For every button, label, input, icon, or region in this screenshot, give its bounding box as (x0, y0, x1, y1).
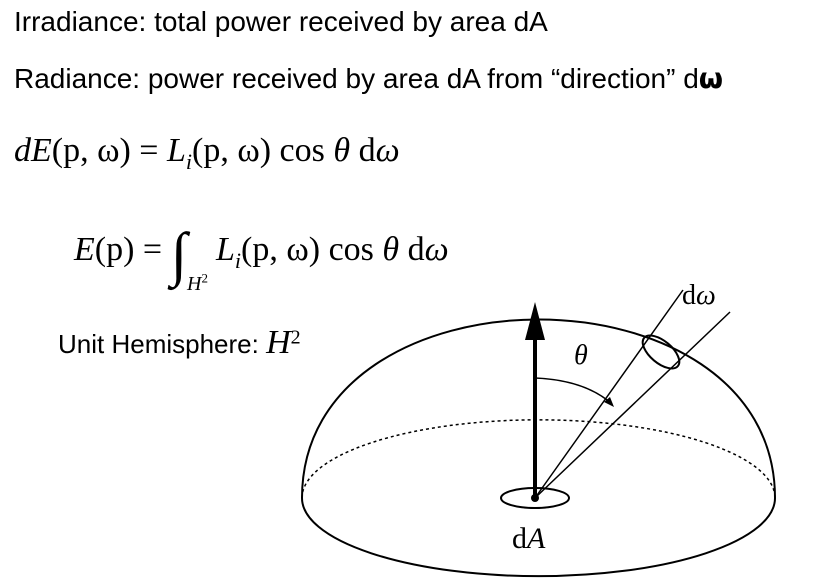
eq2-lhs-args: (p) = (94, 231, 171, 268)
eq1-omega: ω (375, 132, 400, 169)
eq2-lhs: E (74, 231, 95, 268)
radiance-omega: ω (698, 62, 724, 95)
normal-arrow-head (525, 302, 545, 340)
eq1-d: d (350, 132, 376, 169)
unit-hemisphere-label: Unit Hemisphere: H2 (58, 324, 301, 362)
d-omega-omega: ω (696, 280, 716, 311)
eq2-subscript: i (234, 247, 242, 273)
dA-d: d (512, 522, 527, 555)
equation-differential-irradiance: dE(p, ω) = Li(p, ω) cos θ dω (14, 132, 400, 175)
eq1-radiance-symbol: L (166, 132, 186, 169)
theta-label: θ (574, 340, 588, 371)
solid-angle-ellipse (641, 334, 681, 370)
irradiance-definition: Irradiance: total power received by area… (14, 6, 548, 37)
solid-angle-edge-left (534, 289, 684, 499)
integral-domain-sup: 2 (201, 270, 209, 286)
eq2-d: d (399, 231, 425, 268)
d-omega-d: d (682, 280, 696, 311)
unit-hemisphere-H: H (266, 324, 291, 361)
unit-hemisphere-sup: 2 (290, 326, 301, 349)
hemisphere-base-back (301, 419, 776, 499)
eq1-lhs-args: (p, ω) = (51, 132, 167, 169)
solid-angle-edge-right (534, 311, 731, 499)
radiance-definition: Radiance: power received by area dA from… (14, 62, 723, 95)
theta-arc (534, 377, 613, 405)
integral-domain-H: H (187, 273, 202, 295)
eq2-radiance-symbol: L (216, 231, 235, 268)
theta-arc-arrowhead (604, 397, 614, 407)
unit-hemisphere-text: Unit Hemisphere: (58, 329, 267, 359)
eq1-radiance-args: (p, ω) cos (192, 132, 334, 169)
dA-A: A (525, 522, 546, 555)
eq1-subscript: i (185, 148, 193, 174)
eq1-lhs: dE (14, 132, 52, 169)
eq2-radiance-args: (p, ω) cos (241, 231, 383, 268)
dA-label: dA (512, 522, 546, 555)
equation-irradiance-integral: E(p) = ∫H2Li(p, ω) cos θ dω (74, 206, 449, 295)
hemisphere-base-front (301, 497, 776, 578)
integral-domain: H2 (187, 270, 209, 295)
eq1-theta: θ (333, 132, 351, 169)
d-omega-label: dω (682, 280, 716, 311)
eq2-omega: ω (424, 231, 449, 268)
eq2-theta: θ (382, 231, 400, 268)
radiance-text: Radiance: power received by area dA from… (14, 63, 699, 94)
hemisphere-dome (301, 318, 776, 499)
integral-sign: ∫ (170, 221, 188, 287)
